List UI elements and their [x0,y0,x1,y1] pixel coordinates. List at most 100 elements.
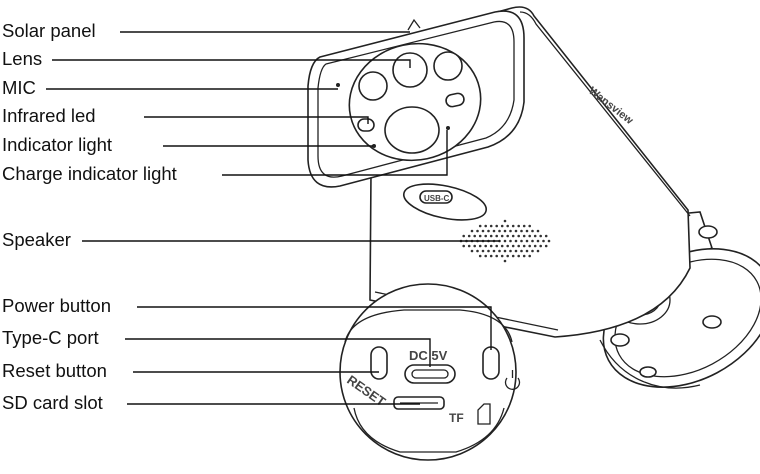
speaker-hole [470,249,474,253]
speaker-hole [462,244,466,248]
speaker-hole [478,244,482,248]
speaker-hole [531,249,534,253]
speaker-hole [531,229,534,233]
label-charge-indicator-light: Charge indicator light [2,163,177,184]
speaker-hole [498,229,501,233]
speaker-hole [517,234,520,238]
speaker-hole [514,249,518,253]
speaker-hole [506,234,510,238]
usb-cover-label: USB-C [424,194,450,203]
speaker-hole [500,244,504,248]
speaker-hole [522,224,526,228]
speaker-hole [495,224,499,228]
speaker-hole [506,254,510,258]
label-infrared-led: Infrared led [2,105,96,126]
speaker-hole [520,239,523,243]
bottom-detail-view: DC 5V TF RESET [339,283,521,461]
speaker-hole [473,244,477,248]
speaker-hole [503,239,507,243]
speaker-hole [503,249,507,253]
speaker-hole [484,234,488,238]
speaker-hole [506,244,510,248]
reset-button[interactable] [370,346,388,380]
speaker-hole [528,244,531,248]
speaker-hole [525,229,529,233]
speaker-hole [503,229,507,233]
speaker-hole [536,249,540,253]
speaker-hole [517,224,520,228]
label-type-c-port: Type-C port [2,327,99,348]
speaker-hole [492,249,496,253]
speaker-hole [478,224,482,228]
speaker-hole [478,234,482,238]
tf-label: TF [449,411,464,425]
speaker-hole [489,224,493,228]
speaker-hole [536,229,540,233]
speaker-hole [503,259,507,263]
speaker-hole [473,234,477,238]
speaker-hole [506,224,510,228]
speaker-hole [522,244,526,248]
speaker-hole [481,249,485,253]
leader-infrared-led [144,116,369,124]
speaker-hole [522,254,526,258]
speaker-hole [514,239,518,243]
port-label: DC 5V [409,348,448,363]
speaker-hole [542,239,545,243]
speaker-hole [511,244,515,248]
speaker-hole [547,239,551,243]
speaker-hole [495,254,499,258]
speaker-hole [539,244,542,248]
speaker-hole [514,229,518,233]
speaker-hole [531,239,534,243]
label-indicator-light: Indicator light [2,134,112,155]
speaker-hole [467,234,471,238]
speaker-hole [511,254,515,258]
speaker-hole [511,224,515,228]
speaker-hole [489,254,493,258]
power-button[interactable] [482,346,500,380]
speaker-hole [509,239,512,243]
speaker-hole [489,234,493,238]
leader-lens [52,59,411,68]
callouts: Solar panel Lens MIC Infrared led Indica… [2,20,500,413]
speaker-hole [484,254,488,258]
speaker-hole [528,254,531,258]
speaker-hole [484,224,488,228]
speaker-hole [511,234,515,238]
speaker-hole [476,229,479,233]
speaker-hole [500,254,504,258]
speaker-hole [484,244,488,248]
label-mic: MIC [2,77,36,98]
power-icon [504,370,521,390]
speaker-hole [522,234,526,238]
label-power-button: Power button [2,295,111,316]
speaker-hole [533,244,537,248]
speaker-hole [539,234,542,238]
label-solar-panel: Solar panel [2,20,96,41]
speaker-hole [517,244,520,248]
speaker-hole [528,234,531,238]
speaker-hole [525,239,529,243]
speaker-hole [500,224,504,228]
leader-power-button [137,306,492,350]
speaker-hole [495,234,499,238]
speaker-hole [509,229,512,233]
speaker-hole [533,234,537,238]
speaker-hole [495,244,499,248]
speaker-hole [517,254,520,258]
speaker-hole [467,244,471,248]
speaker-hole [487,229,490,233]
speaker-hole [476,249,479,253]
label-reset-button: Reset button [2,360,107,381]
speaker-hole [520,229,523,233]
speaker-hole [470,229,474,233]
label-sd-card-slot: SD card slot [2,392,103,413]
leader-charge-indicator-light [222,130,448,176]
label-lens: Lens [2,48,42,69]
speaker-hole [509,249,512,253]
sd-card-icon [477,403,491,425]
speaker-hole [536,239,540,243]
speaker-hole [478,254,482,258]
